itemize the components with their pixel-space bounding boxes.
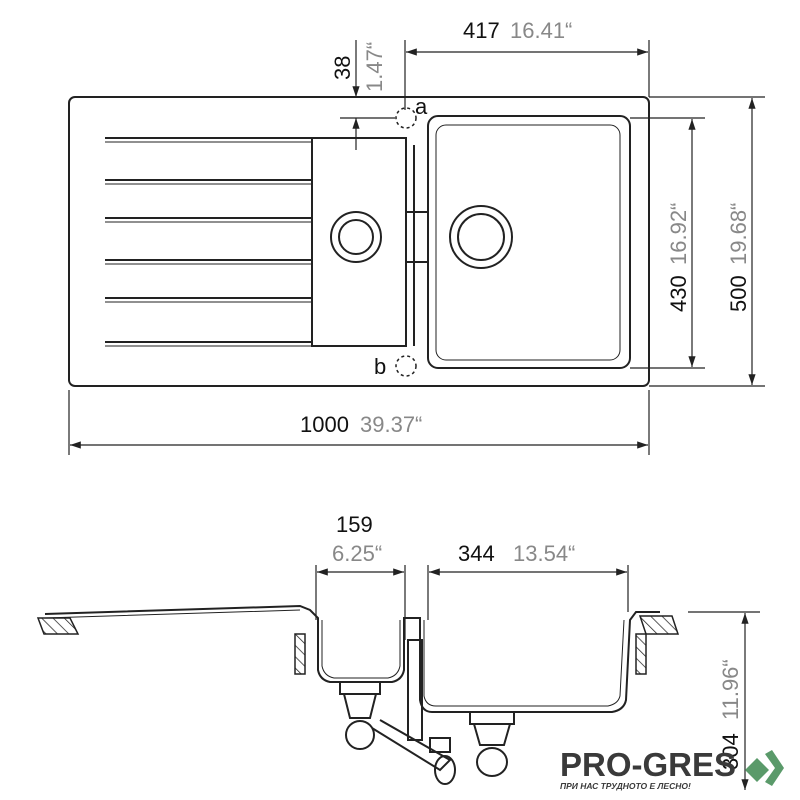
dim-430-inch: 16.92“ <box>666 203 691 265</box>
dim-430: 430 <box>666 275 691 312</box>
dim-1000: 1000 <box>300 412 349 437</box>
tap-hole-a-icon <box>395 107 417 129</box>
marker-b: b <box>374 354 386 379</box>
dim-500-inch: 19.68“ <box>726 203 751 265</box>
logo-chevron-icon <box>745 750 784 786</box>
dim-500: 500 <box>726 275 751 312</box>
dim-38-inch: 1.47“ <box>362 42 387 92</box>
pro-gres-logo: PRO-GRES ПРИ НАС ТРУДНОТО Е ЛЕСНО! <box>560 748 736 791</box>
dim-344: 344 <box>458 541 495 566</box>
dim-159: 159 <box>336 512 373 537</box>
logo-name: PRO-GRES <box>560 746 737 783</box>
dim-344-inch: 13.54“ <box>513 541 575 566</box>
sink-outline <box>68 96 650 387</box>
dim-304: 304 <box>718 733 743 770</box>
drainer-grooves <box>105 137 312 347</box>
drain-trap <box>339 639 515 785</box>
dim-304-inch: 11.96“ <box>718 659 743 720</box>
dim-1000-inch: 39.37“ <box>360 412 422 437</box>
marker-a: a <box>415 94 428 119</box>
large-bowl <box>427 115 631 369</box>
overflow-clip <box>405 211 429 263</box>
dim-417: 417 <box>463 18 500 43</box>
dim-417-inch: 16.41“ <box>510 18 572 43</box>
dim-38: 38 <box>330 56 355 80</box>
tap-hole-b-icon <box>395 355 417 377</box>
counter-left <box>36 617 80 635</box>
small-drain-icon <box>330 211 382 263</box>
small-bowl <box>311 137 407 347</box>
sink-profile <box>44 604 660 713</box>
large-drain-icon <box>449 205 513 269</box>
logo-tagline: ПРИ НАС ТРУДНОТО Е ЛЕСНО! <box>560 781 691 791</box>
counter-right <box>638 615 680 635</box>
side-view: 159 6.25“ 344 13.54“ 304 11.96“ <box>36 512 760 790</box>
dim-159-inch: 6.25“ <box>332 541 382 566</box>
top-view: a b 417 16.41“ 38 1.47“ 430 16.92“ 500 1… <box>68 18 765 455</box>
